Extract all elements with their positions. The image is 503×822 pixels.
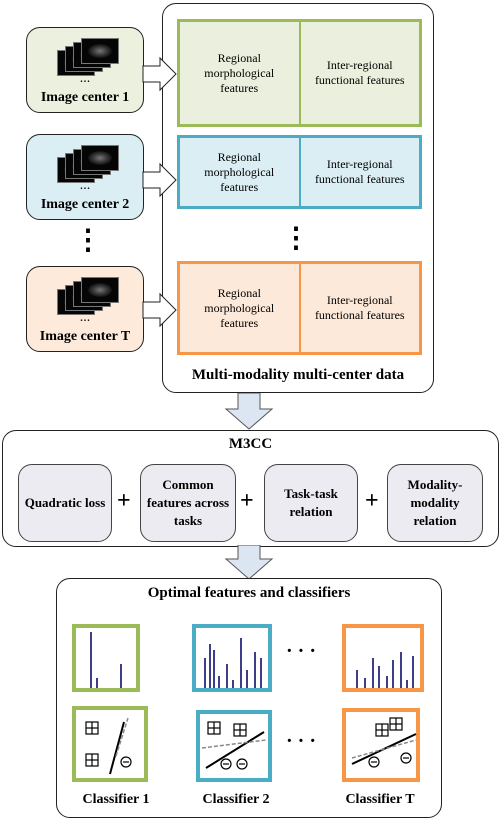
image-center-label: Image center 2 <box>40 197 130 212</box>
plus-sign: + <box>117 488 131 514</box>
classifier-plot-center-1 <box>72 706 148 782</box>
quadratic-loss-box: Quadratic loss <box>18 464 112 542</box>
arrow-right-icon <box>142 292 177 328</box>
optimal-title: Optimal features and classifiers <box>147 585 351 601</box>
inter-regional-features-cell: Inter-regional functional features <box>298 264 420 352</box>
down-arrow-icon <box>224 393 274 430</box>
image-center-label: Image center T <box>39 329 131 344</box>
classifier-label: Classifier T <box>345 792 415 807</box>
regional-features-cell: Regional morphological features <box>204 50 275 95</box>
horizontal-ellipsis: · · · <box>286 730 317 752</box>
weights-plot-center-1 <box>72 624 140 692</box>
classifier-plot-center-t <box>342 708 420 782</box>
horizontal-ellipsis: · · · <box>286 640 317 662</box>
image-center-1: ... Image center 1 <box>26 27 144 113</box>
weights-plot-center-t <box>342 624 424 692</box>
stack-ellipsis: ... <box>79 178 91 193</box>
classifier-label: Classifier 1 <box>82 792 150 807</box>
center-vertical-ellipsis: ⋮ <box>74 225 102 256</box>
arrow-right-icon <box>142 162 177 198</box>
image-center-2: ... Image center 2 <box>26 134 144 220</box>
minus-circle-icon <box>120 756 132 768</box>
classifier-plot-center-2 <box>196 710 272 782</box>
weights-plot-center-2 <box>192 624 272 692</box>
feature-row-center-1: Regional morphological features Inter-re… <box>177 19 422 127</box>
brain-image-stack <box>57 145 133 183</box>
inter-regional-features-cell: Inter-regional functional features <box>298 138 420 206</box>
plus-box-icon <box>375 717 403 737</box>
stack-ellipsis: ... <box>79 310 91 325</box>
feature-row-center-t: Regional morphological features Inter-re… <box>177 261 422 355</box>
plus-box-icon <box>207 721 247 737</box>
down-arrow-icon <box>224 545 274 580</box>
modality-relation-box: Modality-modality relation <box>387 464 483 542</box>
task-task-relation-box: Task-task relation <box>264 464 358 542</box>
m3cc-title: M3CC <box>228 436 273 452</box>
regional-features-cell: Regional morphological features <box>204 285 275 330</box>
common-features-box: Common features across tasks <box>140 464 236 542</box>
arrow-right-icon <box>142 56 177 92</box>
inter-regional-features-cell: Inter-regional functional features <box>298 22 420 124</box>
regional-features-cell: Regional morphological features <box>204 149 275 194</box>
plus-sign: + <box>365 488 379 514</box>
stack-ellipsis: ... <box>79 71 91 86</box>
plus-sign: + <box>240 488 254 514</box>
data-panel-title: Multi-modality multi-center data <box>191 367 405 383</box>
minus-circle-icon <box>220 758 248 770</box>
feature-vertical-ellipsis: ⋮ <box>282 223 310 254</box>
optimal-panel <box>56 578 442 818</box>
classifier-label: Classifier 2 <box>202 792 270 807</box>
brain-image-stack <box>57 277 133 315</box>
plus-box-icon <box>85 721 99 767</box>
center-to-panel-arrows <box>142 56 177 328</box>
minus-circle-icon <box>368 752 412 768</box>
image-center-t: ... Image center T <box>26 266 144 352</box>
brain-image-stack <box>57 38 133 76</box>
feature-row-center-2: Regional morphological features Inter-re… <box>177 135 422 209</box>
image-center-label: Image center 1 <box>40 90 130 105</box>
